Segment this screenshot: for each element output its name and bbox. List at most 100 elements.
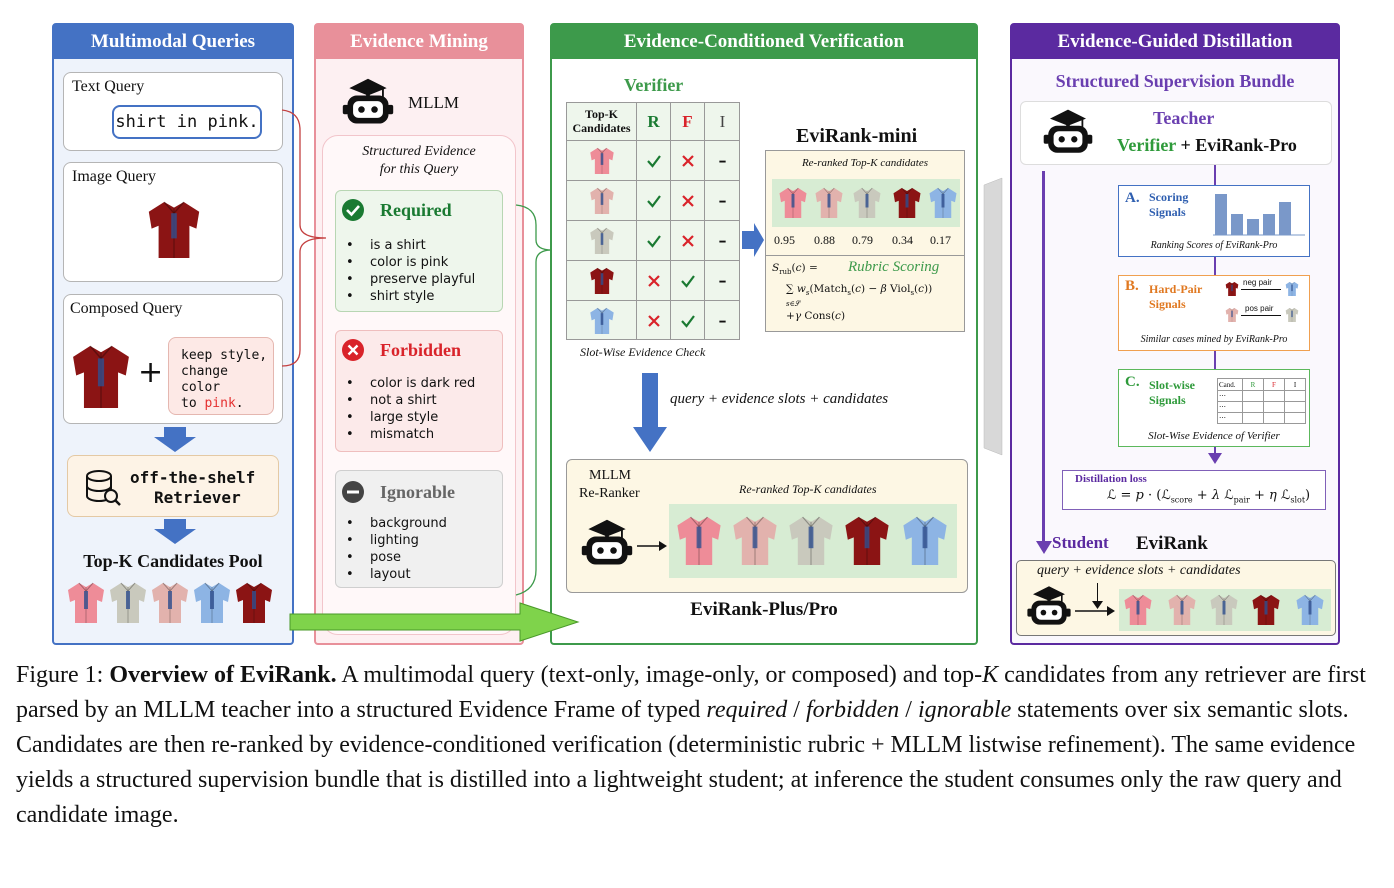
- required-card: Required is a shirt color is pink preser…: [335, 190, 503, 312]
- forbidden-list: color is dark red not a shirt large styl…: [336, 375, 504, 443]
- panel-distillation: Evidence-Guided Distillation Structured …: [1010, 23, 1340, 645]
- pool-shirt-pink: [66, 577, 106, 629]
- speech-bubble: shirt in pink.: [112, 105, 262, 139]
- composed-query-shirt: [70, 339, 132, 415]
- loss-formula: ℒ = p · (ℒscore + λ ℒpair + η ℒslot): [1107, 488, 1311, 505]
- bundle-title: Structured Supervision Bundle: [1055, 71, 1295, 91]
- pool-shirt-darkred: [234, 577, 274, 629]
- row-i-mark: –: [718, 151, 727, 170]
- mini-title: EviRank-mini: [796, 125, 918, 147]
- verifier-label: Verifier: [624, 75, 684, 95]
- rr-shirt-1: [675, 510, 723, 572]
- table-row: –: [567, 301, 740, 341]
- mini-shirt-2: [814, 183, 844, 223]
- retriever-box: off-the-shelf Retriever: [67, 455, 279, 517]
- mllm-robot-icon: [340, 75, 396, 131]
- image-query-box: Image Query: [63, 162, 283, 282]
- caption-bold: Overview of EviRank.: [109, 662, 337, 688]
- row-candidate-thumb: [567, 221, 637, 260]
- pool-shirt-pattern: [108, 577, 148, 629]
- teacher-label: Teacher: [1153, 108, 1215, 128]
- modification-text-box: keep style, change color to pink.: [168, 337, 274, 415]
- student-arrow: [1075, 606, 1115, 616]
- panel-title-mining: Evidence Mining: [316, 25, 522, 59]
- reranker-robot-icon: [579, 516, 635, 572]
- required-item-cont: shirt style: [336, 288, 504, 305]
- down-arrow-1: [154, 427, 196, 452]
- x-circle-icon: [342, 339, 364, 361]
- forbidden-card: Forbidden color is dark red not a shirt …: [335, 330, 503, 452]
- row-i-mark: –: [718, 311, 727, 330]
- panel-title-verify: Evidence-Conditioned Verification: [552, 25, 976, 59]
- row-f-mark: [671, 301, 705, 340]
- student-vertical-line: [1042, 171, 1045, 547]
- signal-b-line-2: Signals: [1149, 297, 1186, 311]
- rr-shirt-4: [843, 510, 891, 572]
- st-shirt-1: [1123, 592, 1153, 628]
- teacher-box: Teacher Verifier + EviRank-Pro: [1020, 101, 1332, 165]
- mod-line-3: to pink.: [181, 396, 244, 411]
- forbidden-title: Forbidden: [380, 340, 462, 360]
- student-box: query + evidence slots + candidates: [1016, 560, 1336, 636]
- student-arrow-head: [1036, 541, 1052, 554]
- ignorable-title: Ignorable: [380, 482, 456, 502]
- signal-b-box: B. Hard-Pair Signals neg pair pos pair S…: [1118, 275, 1310, 351]
- loss-label: Distillation loss: [1075, 473, 1147, 485]
- rubric-label: Rubric Scoring: [848, 259, 940, 275]
- st-shirt-5: [1295, 592, 1325, 628]
- mini-candidates: [772, 179, 960, 227]
- table-header-i: I: [705, 103, 740, 141]
- neg-pair-shirt-b: [1285, 280, 1299, 298]
- student-input-arrowhead: [1092, 601, 1103, 609]
- mini-shirt-5: [928, 183, 958, 223]
- reranker-line-1: MLLM: [589, 468, 631, 483]
- ignorable-item: background: [336, 515, 504, 532]
- reranker-arrow: [637, 541, 667, 551]
- rubric-formula: Srub(c) = ∑ ws(Matchs(c) − β Viols(c)) s…: [772, 262, 933, 323]
- row-r-mark: [637, 181, 671, 220]
- signal-b-letter: B.: [1125, 278, 1139, 294]
- reranker-box: MLLM Re-Ranker Re-ranked Top-K candidate…: [566, 459, 968, 593]
- forbidden-item: color is dark red: [336, 375, 504, 392]
- ignorable-list: background lighting pose layout: [336, 515, 504, 583]
- slot-check-caption: Slot-Wise Evidence Check: [580, 345, 706, 359]
- required-item: is a shirt: [336, 237, 504, 254]
- database-search-icon: [86, 470, 121, 506]
- table-row: –: [567, 261, 740, 301]
- teacher-robot-icon: [1041, 106, 1095, 160]
- signal-c-line-1: Slot-wise: [1149, 378, 1195, 392]
- mllm-label: MLLM: [408, 93, 459, 112]
- panel-verification: Evidence-Conditioned Verification Verifi…: [550, 23, 978, 645]
- mini-shirt-4: [892, 183, 922, 223]
- retriever-line-1: off-the-shelf: [130, 468, 256, 487]
- row-candidate-thumb: [567, 261, 637, 300]
- panel-evidence-mining: Evidence Mining MLLM Structured Evidence…: [314, 23, 524, 645]
- signal-a-box: A. Scoring Signals Ranking Scores of Evi…: [1118, 185, 1310, 257]
- signal-a-line-2: Signals: [1149, 205, 1186, 219]
- row-f-mark: [671, 141, 705, 180]
- table-header-r: R: [637, 103, 671, 141]
- panel-multimodal-queries: Multimodal Queries Text Query shirt in p…: [52, 23, 294, 645]
- rr-shirt-3: [787, 510, 835, 572]
- mini-reranked-label: Re-ranked Top-K candidates: [801, 157, 929, 169]
- score-1: 0.95: [774, 233, 795, 247]
- table-header-f: F: [671, 103, 705, 141]
- student-candidates: [1119, 589, 1331, 631]
- mod-pink-word: pink: [204, 396, 236, 411]
- table-row: –: [567, 181, 740, 221]
- signal-c-caption: Slot-Wise Evidence of Verifier: [1148, 430, 1280, 442]
- down-arrow-2: [154, 519, 196, 544]
- down-arrow-verify: [633, 373, 667, 452]
- neg-pair-arrow: [1241, 289, 1281, 290]
- row-r-mark: [637, 261, 671, 300]
- ignorable-card: Ignorable background lighting pose layou…: [335, 470, 503, 588]
- st-shirt-3: [1209, 592, 1239, 628]
- signal-b-caption: Similar cases mined by EviRank-Pro: [1140, 334, 1288, 345]
- pool-shirt-blue: [192, 577, 232, 629]
- forbidden-item: not a shirt: [336, 392, 504, 409]
- row-f-mark: [671, 221, 705, 260]
- score-2: 0.88: [814, 233, 835, 247]
